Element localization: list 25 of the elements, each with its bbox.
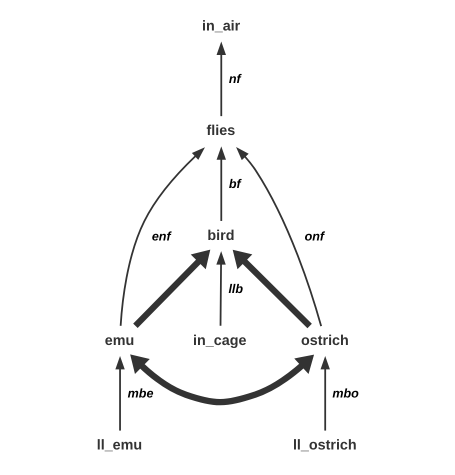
arrow	[320, 356, 330, 431]
edge-label: mbo	[332, 386, 358, 401]
node-text: ll_ostrich	[292, 438, 356, 454]
arrow	[236, 147, 322, 326]
node-text: in_air	[202, 18, 240, 34]
arrow	[216, 251, 226, 326]
node-text: emu	[104, 332, 134, 349]
arrow	[216, 42, 226, 116]
edge-label: bf	[228, 176, 240, 191]
node-text: ll_emu	[96, 438, 142, 454]
arrow	[216, 146, 226, 221]
arrow	[232, 250, 312, 328]
arrow	[114, 356, 124, 431]
node-text: in_cage	[192, 332, 246, 349]
edge-label: enf	[151, 229, 170, 244]
edge-label: llb	[228, 282, 243, 296]
arrow	[119, 147, 204, 326]
node-text: bird	[206, 228, 234, 244]
edge-label: nf	[228, 72, 240, 86]
arrow	[130, 354, 314, 406]
node-text: flies	[206, 123, 235, 140]
node-text: ostrich	[300, 332, 348, 349]
edge-label: mbe	[127, 386, 153, 401]
arrow	[132, 250, 210, 328]
edge-label: onf	[304, 229, 324, 244]
